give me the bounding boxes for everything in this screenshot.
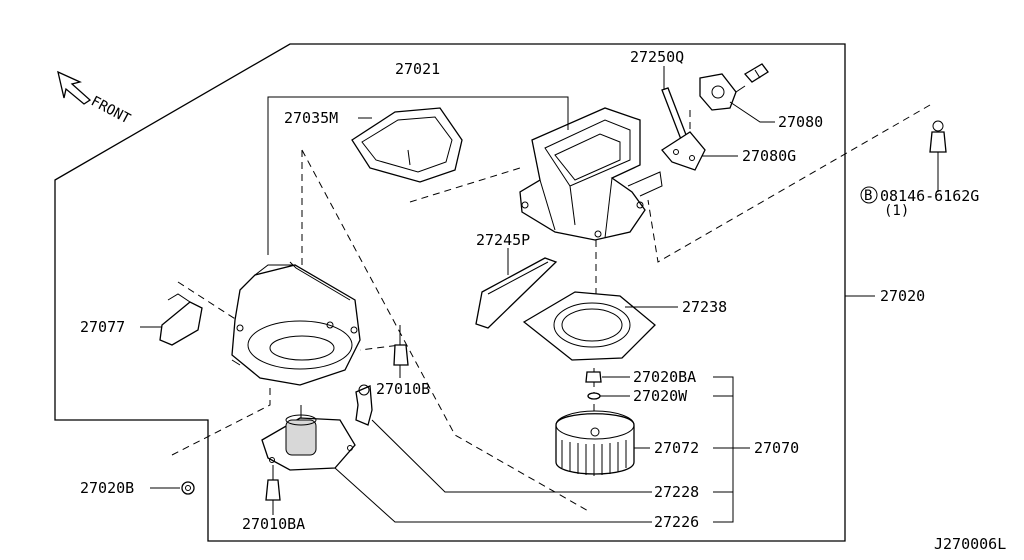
actuator-rod-part [661, 87, 689, 143]
label-bolt-qty: (1) [884, 203, 909, 219]
blower-motor-part [261, 405, 356, 471]
label-27077: 27077 [80, 318, 125, 336]
fan-washer-part [587, 392, 601, 400]
guide-dash-bolt [647, 104, 931, 263]
label-27070: 27070 [754, 439, 799, 457]
blower-resistor-part [159, 293, 203, 346]
leader-27070-bracket [713, 376, 750, 523]
leader-27228 [371, 419, 652, 493]
label-27020BA: 27020BA [633, 368, 696, 386]
motor-bolt-part [265, 465, 281, 501]
assembly-outline-frame [54, 43, 846, 542]
bolt-symbol: B [864, 188, 872, 204]
actuator-screw-part [743, 63, 769, 83]
filter-seal-frame-part [351, 107, 463, 183]
front-label: FRONT [88, 93, 133, 127]
mounting-bolt-part [929, 120, 947, 188]
label-27072: 27072 [654, 439, 699, 457]
label-27010B: 27010B [376, 380, 430, 398]
actuator-bracket-part [661, 131, 706, 171]
label-27245P: 27245P [476, 231, 530, 249]
guide-dash-left-bolt [171, 385, 271, 456]
label-27010BA: 27010BA [242, 515, 305, 533]
label-27080G: 27080G [742, 147, 796, 165]
label-27020B: 27020B [80, 479, 134, 497]
bolt-symbol-circle [860, 186, 878, 204]
bolt-callout: B 08146-6162G (1) [860, 186, 979, 219]
guide-dash-resistor [177, 281, 241, 323]
leader-27226 [334, 467, 652, 523]
case-screw-part [393, 325, 409, 366]
leader-27021 [267, 96, 569, 255]
label-27035M: 27035M [284, 109, 338, 127]
label-27020: 27020 [880, 287, 925, 305]
intake-actuator-part [699, 73, 746, 111]
label-27226: 27226 [654, 513, 699, 531]
label-27020W: 27020W [633, 387, 688, 405]
label-27080: 27080 [778, 113, 823, 131]
intake-duct-part [519, 107, 663, 241]
label-27228: 27228 [654, 483, 699, 501]
label-27250Q: 27250Q [630, 48, 684, 66]
label-27238: 27238 [682, 298, 727, 316]
blower-seal-plate-part [522, 291, 656, 361]
blower-case-lower-part [231, 261, 361, 386]
fan-nut-part [585, 371, 602, 383]
label-27021: 27021 [395, 60, 440, 78]
front-arrow-icon [57, 70, 92, 105]
blower-fan-part [555, 410, 635, 476]
leader-27080 [729, 101, 775, 123]
air-filter-panel-part [475, 257, 558, 329]
cooling-hose-part [355, 384, 373, 426]
case-nut-part [181, 481, 195, 495]
guide-dash-screw [359, 325, 401, 351]
diagram-id: J270006L [934, 535, 1006, 553]
label-bolt-part: 08146-6162G [880, 187, 979, 205]
